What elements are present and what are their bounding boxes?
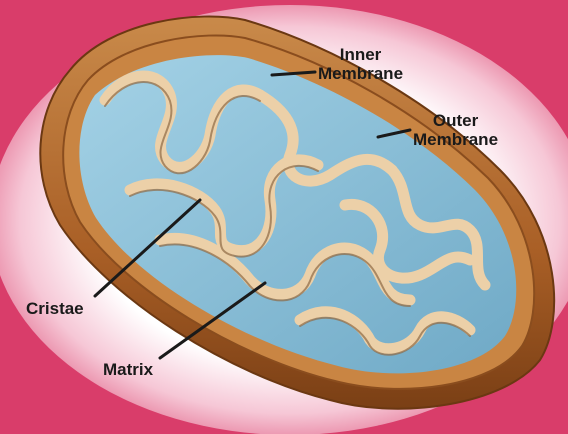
inner-membrane-label-line2: Membrane	[318, 64, 403, 83]
matrix-label: Matrix	[103, 360, 153, 379]
cristae-label: Cristae	[26, 299, 84, 318]
outer-membrane-label-line2: Membrane	[413, 130, 498, 149]
inner-membrane-label: Inner Membrane	[318, 45, 403, 83]
outer-membrane-label-line1: Outer	[413, 111, 498, 130]
inner-membrane-label-line1: Inner	[318, 45, 403, 64]
outer-membrane-label: Outer Membrane	[413, 111, 498, 149]
